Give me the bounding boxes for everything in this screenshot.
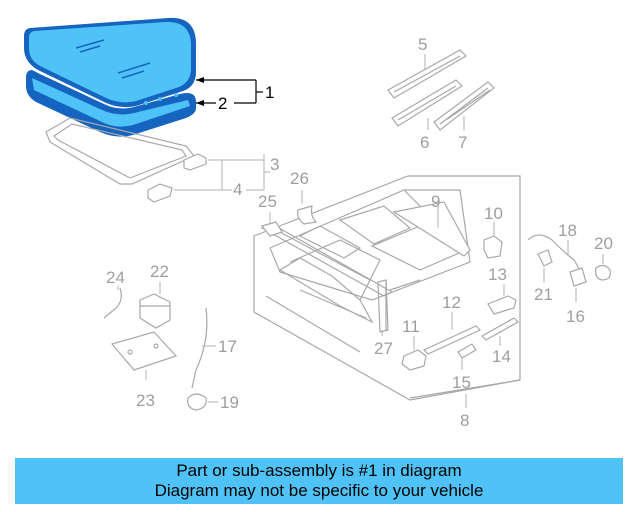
- part-19-grommet[interactable]: [187, 393, 218, 411]
- callout-1: 1: [265, 83, 274, 102]
- banner-line-2: Diagram may not be specific to your vehi…: [154, 481, 484, 500]
- callout-15: 15: [452, 373, 471, 392]
- callout-14: 14: [492, 347, 511, 366]
- part-7-rail[interactable]: [433, 81, 495, 131]
- callout-3: 3: [270, 155, 279, 174]
- parts-diagram: 1 2 3 4 5 6 7: [24, 17, 613, 430]
- callout-23: 23: [136, 391, 155, 410]
- part-8-drain-line[interactable]: [409, 379, 521, 408]
- callout-9: 9: [431, 192, 440, 211]
- part-14-rail[interactable]: [481, 317, 519, 346]
- callout-20: 20: [594, 234, 613, 253]
- part-18-hose[interactable]: [527, 234, 581, 271]
- part-13-bracket[interactable]: [487, 284, 517, 315]
- callout-10: 10: [484, 204, 503, 223]
- callout-11: 11: [402, 317, 420, 336]
- part-25-bracket[interactable]: [260, 212, 283, 237]
- callout-6: 6: [420, 133, 429, 152]
- part-3-frame[interactable]: [45, 117, 195, 185]
- part-10-motor[interactable]: [483, 222, 503, 259]
- callout-3-4-leaders: [174, 154, 270, 191]
- callout-21: 21: [534, 285, 553, 304]
- part-24-hose[interactable]: [103, 286, 122, 319]
- callout-2-leader: [196, 100, 256, 106]
- part-11-block[interactable]: [401, 336, 427, 371]
- part-21-bracket[interactable]: [537, 249, 553, 282]
- callout-24: 24: [106, 268, 125, 287]
- callout-4: 4: [233, 180, 242, 199]
- part-12-cable[interactable]: [422, 312, 482, 355]
- part-20-grommet[interactable]: [595, 254, 611, 281]
- callout-8: 8: [460, 411, 469, 430]
- callout-13: 13: [488, 265, 507, 284]
- callout-2: 2: [218, 94, 227, 113]
- part-23-bracket[interactable]: [110, 331, 178, 380]
- part-22-motor[interactable]: [139, 282, 171, 329]
- part-15-slider[interactable]: [457, 343, 477, 370]
- callout-12: 12: [442, 293, 461, 312]
- callout-18: 18: [558, 221, 577, 240]
- part-5-rail[interactable]: [387, 49, 467, 99]
- part-1-glass-panel[interactable]: [24, 17, 196, 108]
- callout-26: 26: [290, 169, 309, 188]
- callout-17: 17: [218, 337, 237, 356]
- part-27-rod[interactable]: [377, 279, 389, 336]
- banner-line-1: Part or sub-assembly is #1 in diagram: [176, 461, 462, 480]
- callout-19: 19: [220, 393, 239, 412]
- callout-1-leader: [196, 77, 263, 103]
- part-2-seal[interactable]: [26, 70, 196, 137]
- part-16-clip[interactable]: [569, 267, 587, 302]
- callout-7: 7: [458, 133, 467, 152]
- callout-5: 5: [418, 35, 427, 54]
- part-17-hose[interactable]: [191, 307, 216, 389]
- part-8-roof-assembly[interactable]: [253, 175, 521, 401]
- callout-16: 16: [566, 307, 585, 326]
- part-9-deflector[interactable]: [392, 201, 471, 257]
- part-6-rail[interactable]: [391, 79, 463, 127]
- callout-22: 22: [150, 262, 169, 281]
- part-26-clip[interactable]: [297, 190, 318, 225]
- info-banner: Part or sub-assembly is #1 in diagram Di…: [15, 458, 623, 504]
- callout-25: 25: [258, 192, 277, 211]
- callout-27: 27: [374, 339, 393, 358]
- part-4-clips[interactable]: [147, 153, 207, 203]
